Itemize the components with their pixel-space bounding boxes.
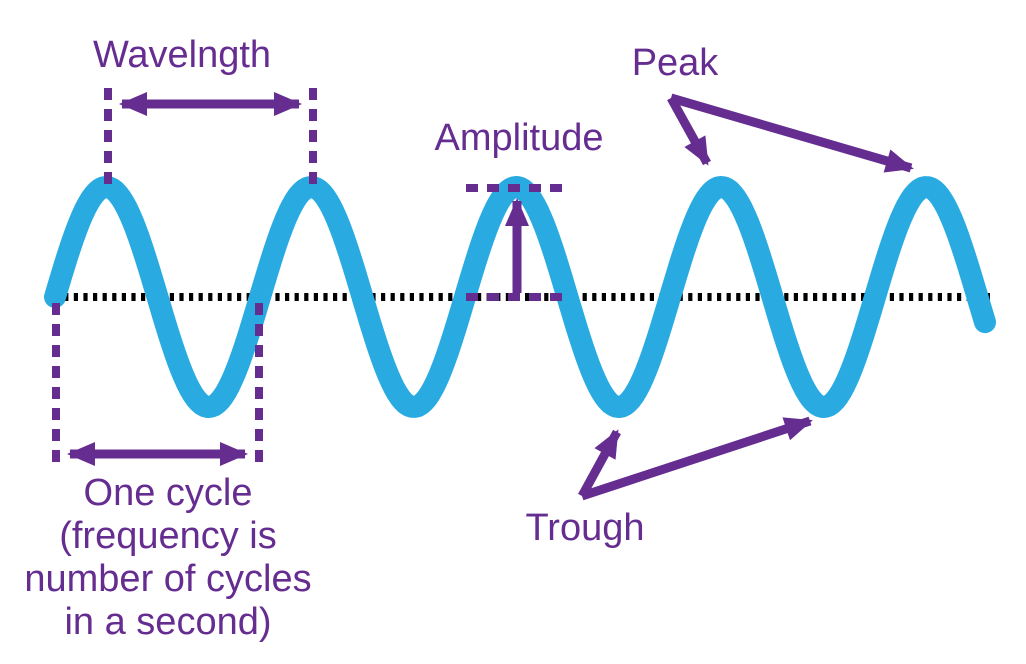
wavelength-annotation: Wavelngth (93, 34, 317, 192)
one-cycle-label-line3: number of cycles (24, 558, 311, 600)
trough-arrow-left (578, 429, 621, 499)
trough-label: Trough (526, 507, 645, 549)
peak-arrow-right (669, 93, 914, 173)
amplitude-annotation: Amplitude (435, 117, 604, 301)
trough-arrow-right (580, 416, 813, 501)
amplitude-label: Amplitude (435, 117, 604, 159)
trough-annotation: Trough (526, 416, 813, 549)
one-cycle-label-line1: One cycle (84, 472, 253, 514)
peak-arrow-left (667, 95, 711, 166)
one-cycle-label-line2: (frequency is (59, 515, 277, 557)
wavelength-label: Wavelngth (93, 34, 271, 76)
one-cycle-label-line4: in a second) (64, 601, 271, 643)
one-cycle-annotation: One cycle (frequency is number of cycles… (24, 303, 312, 643)
peak-annotation: Peak (632, 42, 914, 173)
peak-label: Peak (632, 42, 720, 84)
